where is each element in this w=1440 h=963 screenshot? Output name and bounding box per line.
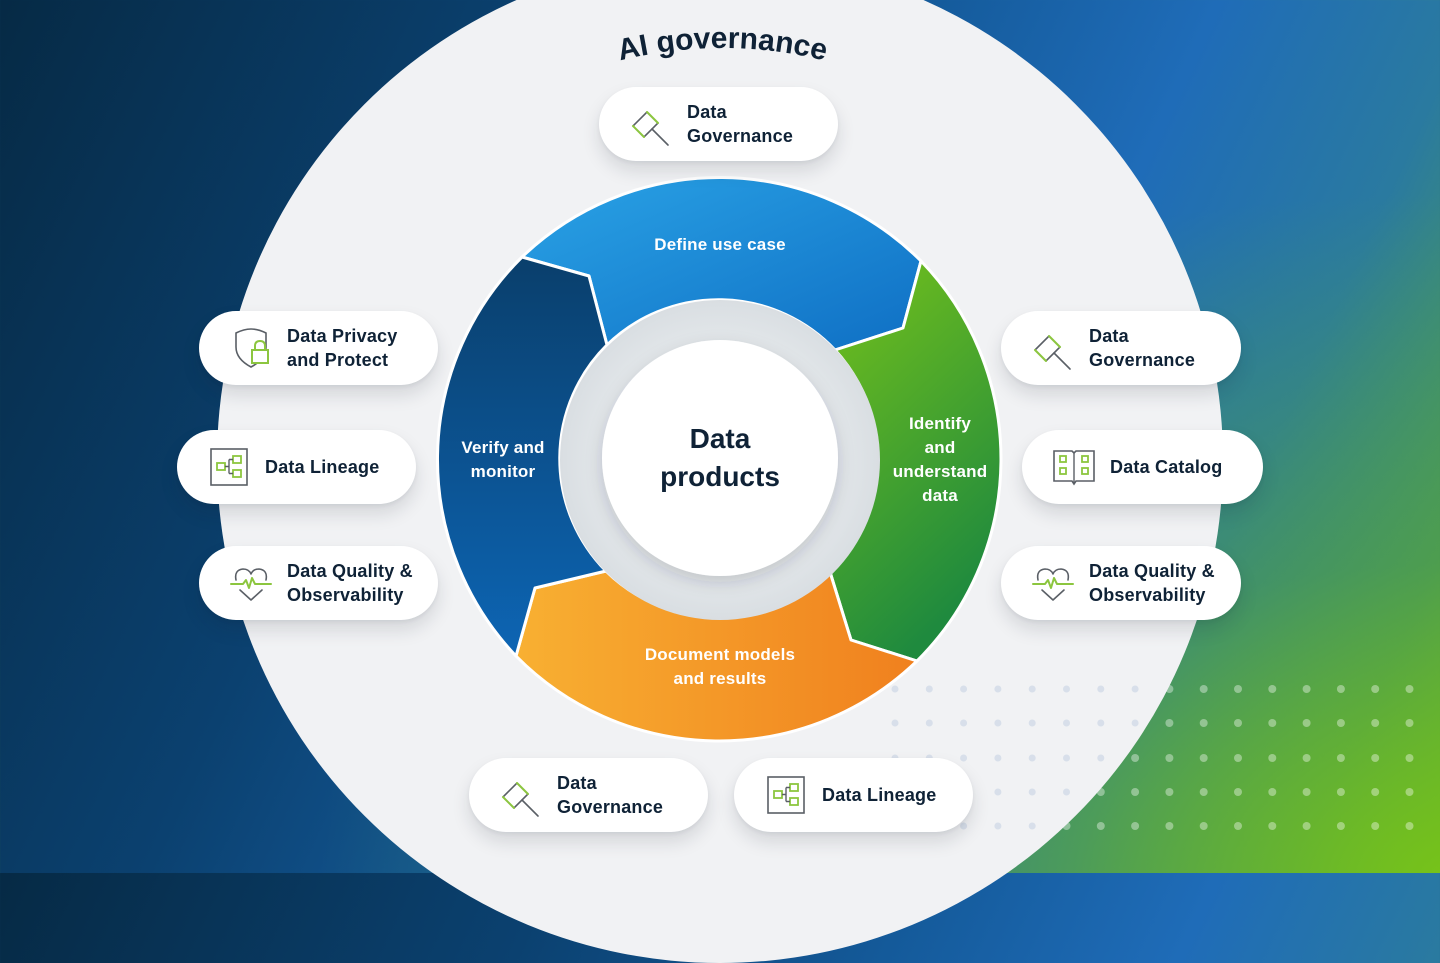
capability-pill-left-data-lineage[interactable]: Data Lineage [177,430,416,504]
center-label: Data products [660,423,780,492]
capability-pill-top-data-governance[interactable]: Data Governance [599,87,838,161]
capability-pill-left-data-quality[interactable]: Data Quality & Observability [199,546,438,620]
capability-label: Data Governance [687,102,794,146]
segment-label-identify: Identify and understand data [892,414,988,505]
page-title: AI governance [614,22,830,67]
lineage-icon [762,773,810,817]
capability-pill-right-data-quality[interactable]: Data Quality & Observability [1001,546,1241,620]
shield-lock-icon [227,326,275,370]
gavel-icon [1029,326,1077,370]
capability-pill-bottom-data-governance[interactable]: Data Governance [469,758,708,832]
capability-label: Data Governance [1089,326,1196,370]
segment-label-define: Define use case [654,235,786,254]
capability-label: Data Privacy and Protect [287,326,398,370]
heartbeat-icon [1029,561,1077,605]
lifecycle-wheel [436,176,1003,743]
capability-pill-right-data-governance[interactable]: Data Governance [1001,311,1241,385]
capability-label: Data Quality & Observability [1089,561,1215,605]
decorative-dot-grid [0,0,1440,873]
capability-label: Data Lineage [822,785,937,805]
lineage-icon [205,445,253,489]
diagram-stage: AI governance [177,0,1263,963]
heartbeat-icon [227,561,275,605]
gavel-icon [497,773,545,817]
capability-label: Data Governance [557,773,664,817]
center-circle [602,340,838,576]
gavel-icon [627,102,675,146]
segment-define-use-case[interactable] [520,176,923,352]
segment-label-document: Document models and results [644,645,796,688]
capability-label: Data Lineage [265,457,380,477]
capability-pill-bottom-data-lineage[interactable]: Data Lineage [734,758,973,832]
capability-pill-right-data-catalog[interactable]: Data Catalog [1022,430,1263,504]
capability-pill-left-data-privacy[interactable]: Data Privacy and Protect [199,311,438,385]
capability-label: Data Quality & Observability [287,561,413,605]
catalog-book-icon [1050,445,1098,489]
segment-label-verify: Verify and monitor [461,438,545,481]
capability-label: Data Catalog [1110,457,1223,477]
